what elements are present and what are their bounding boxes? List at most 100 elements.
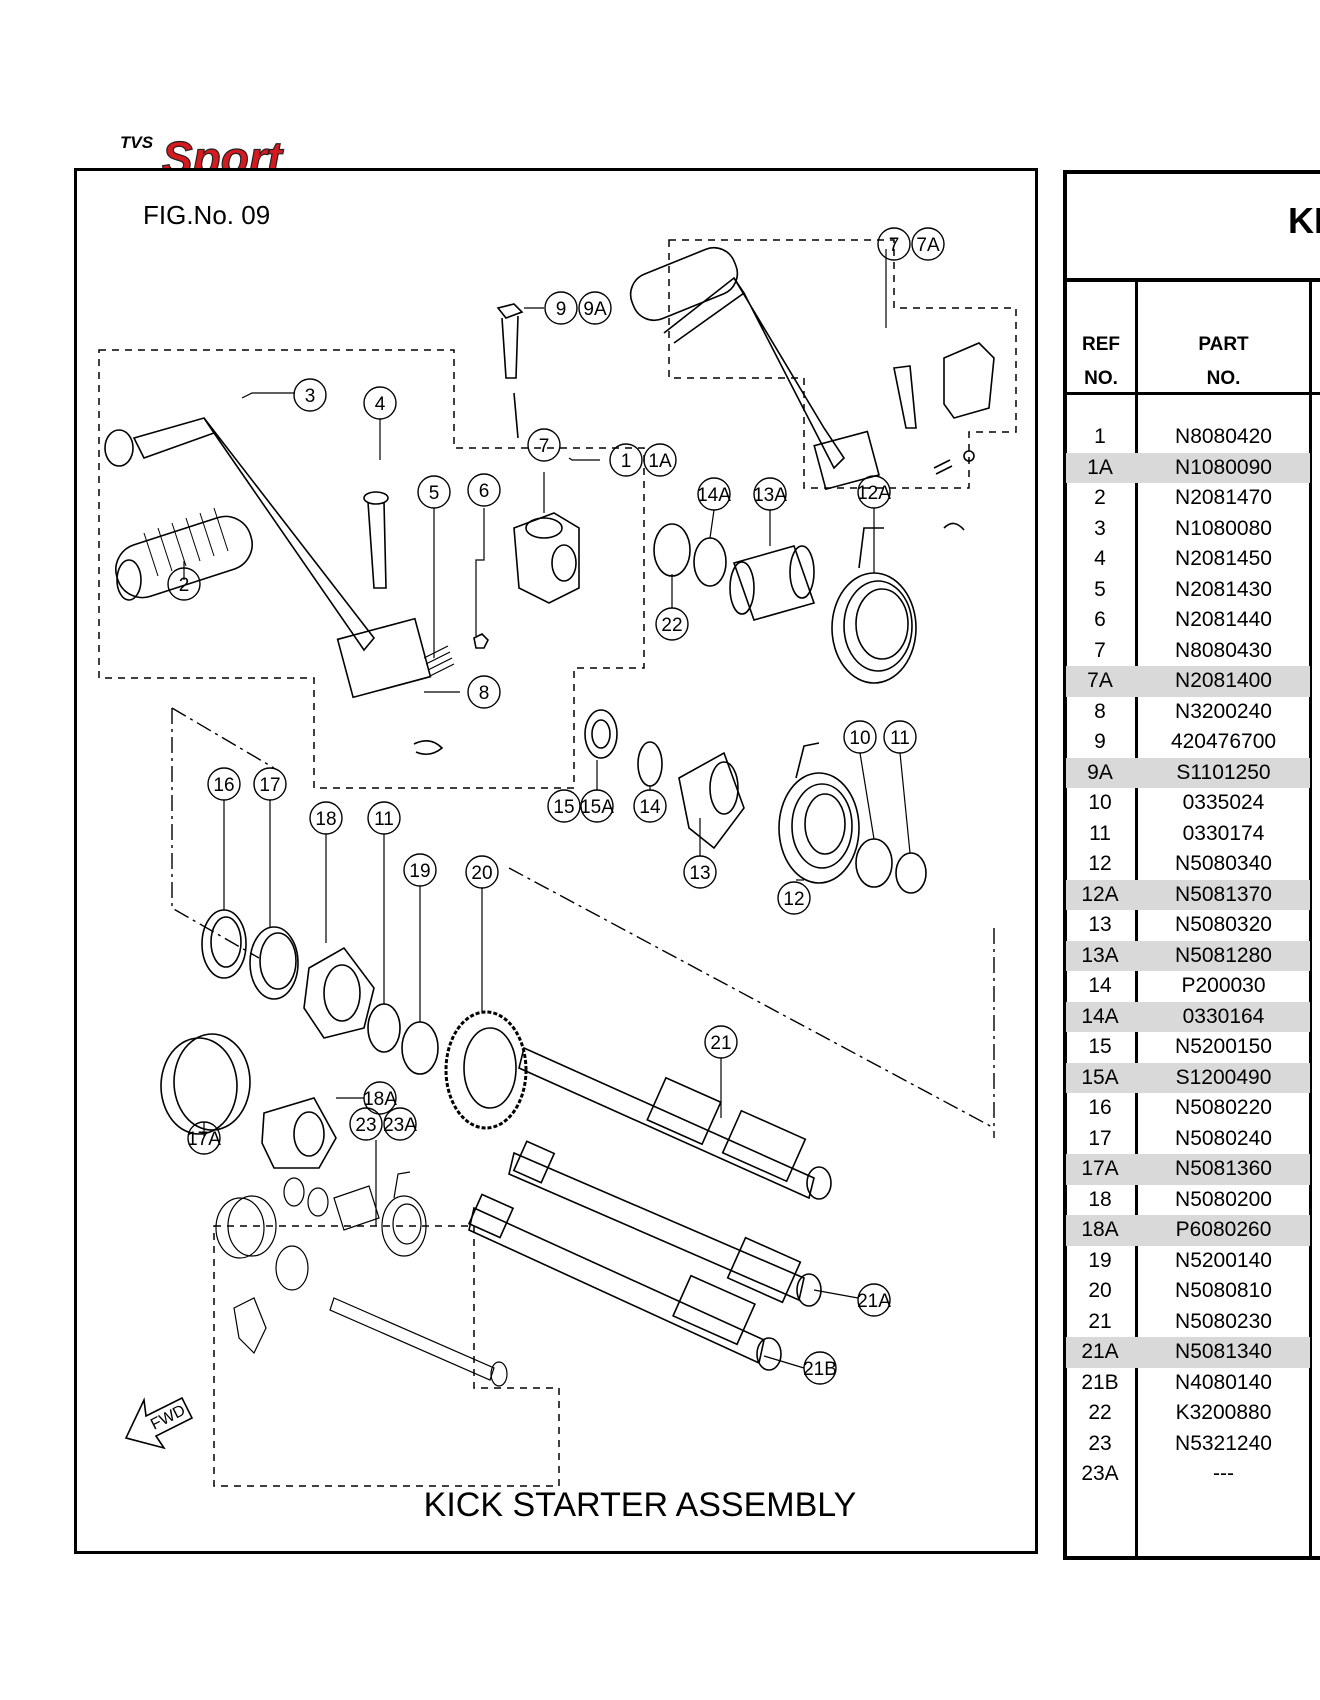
washer-10 [855, 838, 893, 888]
lever-boss [513, 512, 580, 604]
svg-text:4: 4 [375, 394, 386, 415]
spring-12 [778, 742, 860, 884]
callout-18a: 18A [363, 1081, 397, 1115]
ref-number: 10 [1088, 791, 1112, 814]
logo-small-text: TVS [120, 133, 154, 152]
ref-number: 21B [1081, 1370, 1119, 1394]
svg-text:7A: 7A [916, 235, 940, 256]
part-number: 0330164 [1182, 1004, 1265, 1028]
fwd-arrow-icon: FWD [124, 1396, 194, 1450]
svg-text:17: 17 [259, 775, 280, 796]
table-row: 21B N4080140 [1066, 1368, 1310, 1399]
part-number: N1080080 [1175, 516, 1272, 540]
ref-number: 13A [1081, 943, 1119, 967]
ref-number: 7 [1094, 638, 1106, 662]
svg-text:12A: 12A [857, 483, 891, 504]
diagram-frame [74, 168, 1038, 1554]
ref-number: 1 [1094, 425, 1106, 448]
small-spring [423, 645, 455, 677]
shaft-21 [518, 1046, 832, 1200]
circlip-14a [693, 537, 727, 587]
callout-19: 19 [403, 853, 437, 887]
part-number: P6080260 [1175, 1218, 1272, 1241]
kick-lever [104, 417, 432, 699]
washer-16 [201, 909, 247, 979]
gear-20 [444, 1010, 528, 1130]
spring-17 [249, 926, 299, 1000]
pivot-pin [363, 491, 389, 589]
sleeve-13a [729, 545, 816, 621]
circlip [413, 740, 444, 756]
washer-22 [653, 523, 691, 577]
part-number: N3200240 [1175, 699, 1272, 723]
callout-15a: 15A [580, 789, 614, 823]
ref-number: 22 [1088, 1401, 1112, 1424]
ref-number: 18 [1088, 1187, 1112, 1211]
svg-text:11: 11 [374, 809, 394, 830]
ref-number: 17A [1081, 1157, 1119, 1180]
rubber-grip [115, 507, 253, 601]
svg-text:14A: 14A [697, 485, 731, 506]
table-row: 8 N3200240 [1066, 697, 1310, 728]
assembly-title: KICK STARTER ASSEMBLY [423, 1486, 857, 1524]
callout-21a: 21A [857, 1283, 891, 1317]
ref-number: 8 [1094, 699, 1106, 723]
callout-11b: 11 [367, 801, 401, 835]
oil-seal-15 [584, 709, 618, 759]
svg-text:9: 9 [556, 299, 567, 320]
svg-text:18A: 18A [363, 1089, 397, 1110]
part-number: N4080140 [1175, 1370, 1272, 1394]
callout-13: 13 [683, 855, 717, 889]
ref-number: 2 [1094, 486, 1106, 509]
ref-number: 19 [1088, 1248, 1112, 1272]
callout-1a: 1A [643, 443, 677, 477]
shaft-21b [467, 1193, 782, 1371]
svg-text:11: 11 [890, 728, 910, 749]
ratchet-13 [678, 751, 745, 850]
callout-21: 21 [704, 1025, 738, 1059]
part-number: N5081280 [1175, 943, 1272, 967]
part-number: N2081470 [1175, 486, 1272, 509]
callout-14a: 14A [697, 477, 731, 511]
ref-number: 1A [1087, 455, 1113, 479]
callout-8: 8 [467, 675, 501, 709]
spring-17a [160, 1033, 251, 1135]
part-number: N5080230 [1175, 1309, 1272, 1333]
shaft-21a [508, 1140, 822, 1307]
part-number: S1200490 [1175, 1065, 1272, 1089]
callout-4: 4 [363, 386, 397, 420]
part-number: N5200140 [1175, 1248, 1272, 1272]
ref-number: 14 [1088, 974, 1112, 997]
callout-10: 10 [843, 720, 877, 754]
svg-text:8: 8 [479, 683, 490, 704]
svg-text:7: 7 [539, 436, 550, 457]
callout-3: 3 [293, 378, 327, 412]
callout-9a: 9A [578, 291, 612, 325]
sub-assembly-23 [215, 1171, 508, 1387]
part-number: N5080810 [1175, 1279, 1272, 1302]
svg-text:19: 19 [409, 861, 430, 882]
callout-17a: 17A [187, 1121, 221, 1155]
svg-text:7: 7 [889, 235, 900, 256]
svg-text:23A: 23A [383, 1115, 417, 1136]
part-number: N5200150 [1175, 1035, 1272, 1058]
table-row: 13A N5081280 [1066, 940, 1310, 971]
callouts: 1 1A 2 3 4 5 6 7 7 7A 8 9 9A 10 11 11 12… [167, 227, 945, 1385]
ref-number: 4 [1094, 547, 1106, 570]
callout-7: 7 [527, 428, 561, 462]
